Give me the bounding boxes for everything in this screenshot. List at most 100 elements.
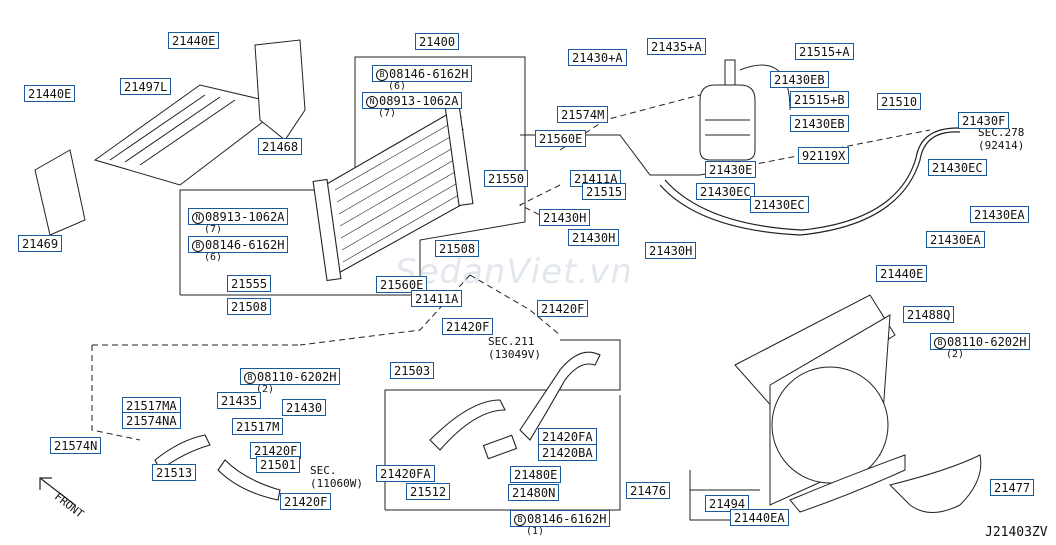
part-number: 21480N <box>512 486 556 500</box>
part-number: 21420BA <box>542 446 593 460</box>
part-number: 21430+A <box>572 51 623 65</box>
part-number: 21430H <box>543 211 587 225</box>
part-number: 21515+A <box>799 45 850 59</box>
part-number: 21515 <box>586 185 623 199</box>
part-label-21574na: 21574NA <box>122 412 181 429</box>
part-number: 21430EB <box>794 117 845 131</box>
part-label-21508_b: 21508 <box>227 298 272 315</box>
part-label-21503: 21503 <box>390 362 435 379</box>
part-label-21440e_c: 21440E <box>876 265 928 282</box>
part-label-21430ea_a: 21430EA <box>970 206 1029 223</box>
part-label-21430eb_a: 21430EB <box>770 71 829 88</box>
part-quantity: (1) <box>526 526 545 537</box>
part-number: 21488Q <box>907 308 951 322</box>
part-number: 21574N <box>54 439 98 453</box>
part-label-21488q: 21488Q <box>903 306 955 323</box>
part-label-21515a: 21515+A <box>795 43 854 60</box>
part-number: 21420F <box>284 495 328 509</box>
part-label-21411a_a: 21411A <box>570 170 622 187</box>
part-label-21420f_b: 21420F <box>537 300 589 317</box>
sec-ref-11060w: SEC.(11060W) <box>310 464 363 490</box>
watermark: SedanViet.vn <box>395 252 633 292</box>
part-label-21420f_a: 21420F <box>442 318 494 335</box>
sec-ref-211: SEC.211(13049V) <box>488 335 541 361</box>
part-number: 21430EA <box>930 233 981 247</box>
part-number: 21476 <box>630 484 667 498</box>
part-label-21430ea_b: 21430EA <box>926 231 985 248</box>
part-number: 21420F <box>254 444 298 458</box>
part-label-21420ba: 21420BA <box>538 444 597 461</box>
part-number: 21440E <box>880 267 924 281</box>
part-number: 08146-6162H <box>389 67 469 81</box>
part-number: 21430H <box>649 244 693 258</box>
part-number: 21435 <box>221 394 258 408</box>
part-number: 21477 <box>994 481 1031 495</box>
part-label-21497l: 21497L <box>120 78 172 95</box>
part-label-21513: 21513 <box>152 464 197 481</box>
bolt-icon: B <box>244 372 256 384</box>
part-quantity: (2) <box>946 349 965 360</box>
part-label-21515: 21515 <box>582 183 627 200</box>
part-label-21468: 21468 <box>258 138 303 155</box>
nut-icon: N <box>366 96 378 108</box>
part-label-21420fa_a: 21420FA <box>538 428 597 445</box>
part-label-21440ea: 21440EA <box>730 509 789 526</box>
part-label-21430h_c: 21430H <box>645 242 697 259</box>
part-number: 21497L <box>124 80 168 94</box>
part-number: 21513 <box>156 466 193 480</box>
part-label-21480e: 21480E <box>510 466 562 483</box>
part-number: 21440EA <box>734 511 785 525</box>
part-number: 21469 <box>22 237 59 251</box>
part-number: 21411A <box>415 292 459 306</box>
part-label-21400: 21400 <box>415 33 460 50</box>
part-label-21430ec_c: 21430EC <box>928 159 987 176</box>
part-number: 21550 <box>488 172 525 186</box>
part-label-21501: 21501 <box>256 456 301 473</box>
part-number: 21430EC <box>932 161 983 175</box>
part-label-21560e_b: 21560E <box>376 276 428 293</box>
bolt-icon: B <box>934 337 946 349</box>
part-label-21430h_b: 21430H <box>568 229 620 246</box>
part-label-21560e_a: 21560E <box>535 130 587 147</box>
part-label-21420fa_b: 21420FA <box>376 465 435 482</box>
part-quantity: (7) <box>378 108 397 119</box>
bolt-icon: B <box>376 69 388 81</box>
part-number: 21517M <box>236 420 280 434</box>
part-number: 21574M <box>561 108 605 122</box>
part-label-21435: 21435 <box>217 392 262 409</box>
part-label-21510: 21510 <box>877 93 922 110</box>
part-number: 21440E <box>28 87 72 101</box>
part-label-21574n: 21574N <box>50 437 102 454</box>
part-label-92119x: 92119X <box>798 147 850 164</box>
part-number: 21560E <box>380 278 424 292</box>
part-number: 21430H <box>572 231 616 245</box>
part-number: 21501 <box>260 458 297 472</box>
part-number: 08146-6162H <box>527 512 607 526</box>
sec-ref-278: SEC.278(92414) <box>978 126 1025 152</box>
part-label-21574m: 21574M <box>557 106 609 123</box>
part-label-21469: 21469 <box>18 235 63 252</box>
part-number: 08110-6202H <box>947 335 1027 349</box>
part-number: 21430EC <box>700 185 751 199</box>
part-number: 21494 <box>709 497 746 511</box>
part-label-21517m: 21517M <box>232 418 284 435</box>
part-quantity: (2) <box>256 384 275 395</box>
part-number: 21508 <box>439 242 476 256</box>
part-number: 21515+B <box>794 93 845 107</box>
part-label-21430eb_b: 21430EB <box>790 115 849 132</box>
part-label-21420f_d: 21420F <box>280 493 332 510</box>
part-quantity: (6) <box>388 81 407 92</box>
part-label-21430f: 21430F <box>958 112 1010 129</box>
part-label-21550: 21550 <box>484 170 529 187</box>
part-number: 21420F <box>446 320 490 334</box>
part-label-21555: 21555 <box>227 275 272 292</box>
part-label-21420f_c: 21420F <box>250 442 302 459</box>
part-number: 21430EB <box>774 73 825 87</box>
part-label-21411a_b: 21411A <box>411 290 463 307</box>
part-number: 21440E <box>172 34 216 48</box>
